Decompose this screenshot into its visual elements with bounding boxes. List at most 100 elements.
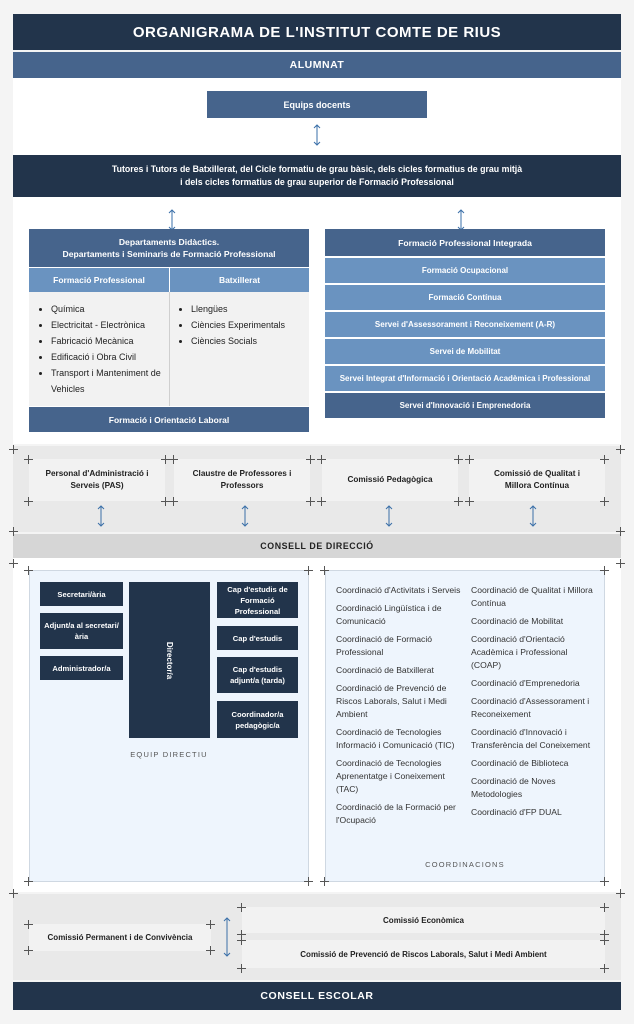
cap-estudis-fp-box: Cap d'estudis de Formació Professional — [217, 582, 298, 618]
plus-marker — [24, 877, 33, 886]
fpi-item: Servei d'Assessorament i Reconeixement (… — [325, 312, 605, 337]
cap-estudis-box: Cap d'estudis — [217, 626, 298, 650]
plus-marker — [616, 559, 625, 568]
list-item: Llengües — [191, 301, 305, 317]
comissio-permanent-box: Comissió Permanent i de Convivència — [29, 924, 211, 951]
plus-marker — [206, 920, 215, 929]
list-item: Coordinació d'Innovació i Transferència … — [471, 727, 591, 750]
plus-marker — [237, 903, 246, 912]
plus-marker — [600, 936, 609, 945]
plus-marker — [320, 877, 329, 886]
plus-marker — [317, 497, 326, 506]
plus-marker — [237, 936, 246, 945]
plus-marker — [600, 964, 609, 973]
fpi-item: Formació Ocupacional — [325, 258, 605, 283]
arrow-pedagogica — [385, 505, 393, 527]
arrow-tutors-fpi — [457, 209, 465, 231]
list-item: Coordinació de Qualitat i Millora Contín… — [471, 585, 593, 608]
plus-marker — [206, 946, 215, 955]
fpi-item: Servei de Mobilitat — [325, 339, 605, 364]
plus-marker — [9, 445, 18, 454]
list-item: Electricitat - Electrònica — [51, 317, 165, 333]
arrow-tutors-departaments — [168, 209, 176, 231]
list-item: Coordinació de Prevenció de Riscos Labor… — [336, 683, 447, 719]
departaments-header: Departaments Didàctics. Departaments i S… — [29, 229, 309, 267]
fp-subheader: Formació Professional — [29, 268, 169, 292]
list-item: Coordinació de Biblioteca — [471, 758, 569, 768]
list-item: Coordinació d'Activitats i Serveis — [336, 585, 461, 595]
plus-marker — [237, 964, 246, 973]
plus-marker — [600, 455, 609, 464]
arrow-pas — [97, 505, 105, 527]
plus-marker — [465, 455, 474, 464]
list-item: Transport i Manteniment de Vehicles — [51, 365, 165, 397]
plus-marker — [616, 527, 625, 536]
list-item: Coordinació de Formació Professional — [336, 634, 433, 657]
fp-list: Química Electricitat - Electrònica Fabri… — [37, 301, 165, 397]
fpi-item: Servei d'Innovació i Emprenedoria — [325, 393, 605, 418]
director-label: Director/a — [164, 641, 174, 679]
group-qualitat: Comissió de Qualitat i Millora Contínua — [469, 459, 605, 501]
group-claustre: Claustre de Professores i Professors — [174, 459, 310, 501]
plus-marker — [24, 455, 33, 464]
plus-marker — [24, 497, 33, 506]
cap-estudis-adjunt-box: Cap d'estudis adjunt/a (tarda) — [217, 657, 298, 693]
list-item: Edificació i Obra Civil — [51, 349, 165, 365]
consell-direccio-bar: CONSELL DE DIRECCIÓ — [13, 534, 621, 558]
coordinacions-label: COORDINACIONS — [425, 859, 505, 869]
consell-escolar-bar: CONSELL ESCOLAR — [13, 982, 621, 1010]
plus-marker — [161, 497, 170, 506]
list-item: Coordinació de Tecnologies Aprenentatge … — [336, 758, 445, 794]
director-box: Director/a — [129, 582, 210, 738]
arrow-equips-tutors — [313, 124, 321, 146]
plus-marker — [24, 566, 33, 575]
plus-marker — [24, 920, 33, 929]
coordinacions-col-1: Coordinació d'Activitats i Serveis Coord… — [336, 584, 464, 832]
plus-marker — [169, 455, 178, 464]
tutors-box: Tutores i Tutors de Batxillerat, del Cic… — [13, 155, 621, 197]
plus-marker — [9, 889, 18, 898]
alumnat-bar: ALUMNAT — [13, 52, 621, 78]
arrow-bottom — [223, 917, 231, 957]
fpi-item: Formació Contínua — [325, 285, 605, 310]
group-pas: Personal d'Administració i Serveis (PAS) — [29, 459, 165, 501]
arrow-qualitat — [529, 505, 537, 527]
plus-marker — [600, 497, 609, 506]
plus-marker — [306, 497, 315, 506]
coordinacions-panel — [325, 570, 605, 882]
arrow-claustre — [241, 505, 249, 527]
list-item: Coordinació d'FP DUAL — [471, 807, 562, 817]
administrador-box: Administrador/a — [40, 656, 123, 680]
list-item: Coordinació de Noves Metodologies — [471, 776, 556, 799]
list-item: Coordinació de Batxillerat — [336, 665, 434, 675]
batx-subheader: Batxillerat — [170, 268, 309, 292]
departaments-divider — [169, 292, 170, 406]
coordinacions-col-2: Coordinació de Qualitat i Millora Contín… — [471, 584, 599, 824]
list-item: Coordinació d'Orientació Acadèmica i Pro… — [471, 634, 568, 670]
list-item: Coordinació d'Emprenedoria — [471, 678, 580, 688]
list-item: Ciències Experimentals — [191, 317, 305, 333]
list-item: Coordinació d'Assessorament i Reconeixem… — [471, 696, 590, 719]
plus-marker — [161, 455, 170, 464]
group-pedagogica: Comissió Pedagògica — [322, 459, 458, 501]
list-item: Coordinació de la Formació per l'Ocupaci… — [336, 802, 456, 825]
plus-marker — [9, 527, 18, 536]
departaments-title-1: Departaments Didàctics. — [118, 237, 220, 247]
adjunt-secretari-box: Adjunt/a al secretari/ària — [40, 613, 123, 649]
tutors-line-2: i dels cicles formatius de grau superior… — [180, 177, 454, 187]
plus-marker — [169, 497, 178, 506]
equips-docents-box: Equips docents — [207, 91, 427, 118]
batx-list: Llengües Ciències Experimentals Ciències… — [177, 301, 305, 349]
list-item: Ciències Socials — [191, 333, 305, 349]
list-item: Coordinació Lingüística i de Comunicació — [336, 603, 442, 626]
plus-marker — [465, 497, 474, 506]
comissio-economica-box: Comissió Econòmica — [242, 907, 605, 933]
plus-marker — [317, 455, 326, 464]
equip-directiu-label: EQUIP DIRECTIU — [130, 749, 208, 759]
plus-marker — [616, 445, 625, 454]
tutors-line-1: Tutores i Tutors de Batxillerat, del Cic… — [111, 164, 523, 174]
plus-marker — [306, 455, 315, 464]
fpi-item: Servei Integrat d'Informació i Orientaci… — [325, 366, 605, 391]
fol-box: Formació i Orientació Laboral — [29, 407, 309, 432]
plus-marker — [454, 455, 463, 464]
